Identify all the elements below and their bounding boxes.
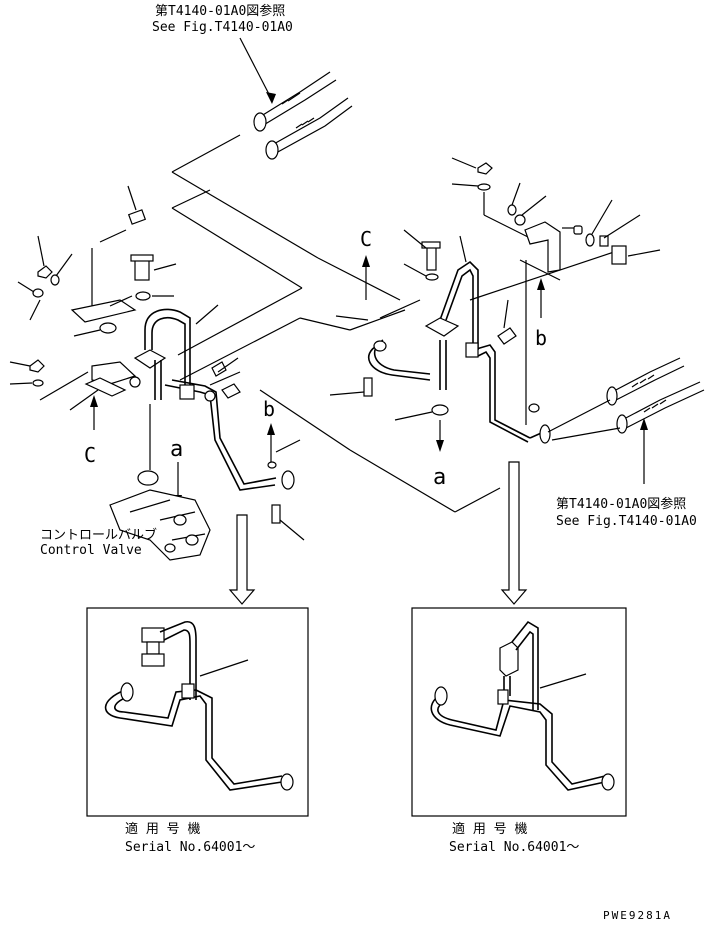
control-valve-label-en: Control Valve	[40, 543, 142, 558]
inset-right-pipe	[430, 620, 615, 791]
letter-b-right: b	[535, 326, 547, 350]
arrow-a-right-head	[436, 440, 444, 452]
inset-left-serial-en: Serial No.64001～	[125, 840, 255, 855]
hose-pair-top	[253, 71, 353, 160]
drawing-code: PWE9281A	[603, 909, 672, 922]
frame-outline	[171, 134, 621, 513]
arrow-to-inset-right	[500, 461, 528, 605]
bracket-assembly-left	[29, 209, 154, 397]
ref-label-right-en: See Fig.T4140-01A0	[556, 514, 697, 529]
arrow-c-left-head	[90, 395, 98, 407]
arrow-b-left-head	[267, 423, 275, 435]
letter-b-left: b	[263, 397, 275, 421]
arrow-b-right-head	[537, 278, 545, 290]
arrow-c-mid-head	[362, 255, 370, 267]
ref-label-top-jp: 第T4140-01A0図参照	[155, 3, 285, 19]
ref-label-right-jp: 第T4140-01A0図参照	[556, 496, 686, 512]
pipe-assembly-left	[133, 308, 295, 524]
inset-right-serial-en: Serial No.64001～	[449, 840, 579, 855]
leaders-top-right	[451, 157, 661, 257]
letter-a-right: a	[433, 465, 446, 490]
arrow-to-inset-left	[228, 514, 256, 605]
leader-top-ref	[239, 37, 273, 101]
letter-a-left: a	[170, 437, 183, 462]
inset-box-right	[411, 607, 627, 817]
leaders-left	[9, 185, 177, 411]
control-valve-shape	[109, 489, 211, 561]
bracket-assembly-right	[477, 162, 627, 425]
inset-box-left	[86, 607, 309, 817]
letter-c-left: C	[84, 443, 96, 467]
control-valve-label-jp: コントロールバルブ	[40, 527, 157, 543]
leaders-center	[329, 229, 509, 421]
ref-label-top-en: See Fig.T4140-01A0	[152, 20, 293, 35]
leaders-left-pipe	[195, 304, 305, 541]
inset-right-serial-jp: 適 用 号 機	[452, 821, 527, 837]
arrowhead-top-ref	[266, 92, 276, 104]
inset-left-serial-jp: 適 用 号 機	[125, 821, 200, 837]
letter-c-mid: C	[360, 227, 372, 251]
hose-pair-right	[547, 357, 705, 441]
inset-left-pipe	[104, 620, 294, 791]
arrowhead-right-ref	[640, 418, 648, 430]
pipe-assembly-center	[363, 241, 551, 444]
